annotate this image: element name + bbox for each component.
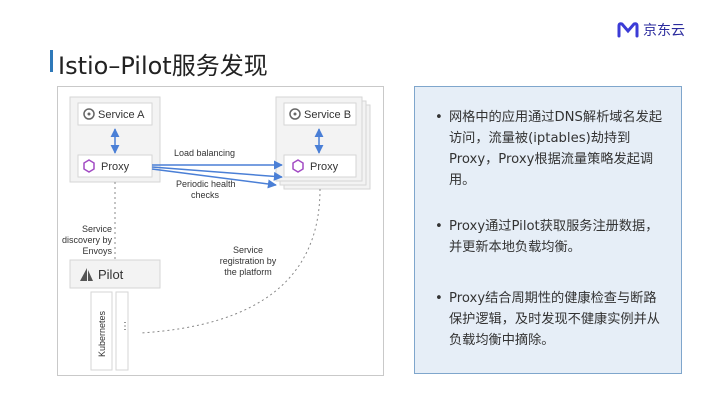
brand-name: 京东云 — [643, 23, 685, 39]
health-check-label-line2: checks — [191, 190, 220, 200]
discovery-label-line3: Envoys — [82, 246, 112, 256]
health-check-label-line1: Periodic health — [176, 179, 236, 189]
bullet-list: 网格中的应用通过DNS解析域名发起访问，流量被(iptables)劫持到Prox… — [415, 87, 681, 351]
title-accent-bar — [50, 50, 53, 72]
proxy-hexagon-icon — [292, 159, 304, 173]
health-check-arrow — [151, 168, 277, 189]
service-icon — [289, 108, 301, 120]
page-title: Istio–Pilot服务发现 — [58, 52, 268, 80]
pilot-architecture-diagram: Service A Proxy Service B Proxy Load bal… — [57, 86, 384, 376]
bullet-item: 网格中的应用通过DNS解析域名发起访问，流量被(iptables)劫持到Prox… — [435, 107, 663, 191]
pilot-sail-icon — [80, 268, 93, 281]
proxy-b-label: Proxy — [310, 161, 339, 173]
health-check-arrow — [151, 166, 283, 181]
discovery-label-line2: discovery by — [62, 235, 113, 245]
proxy-a-label: Proxy — [101, 161, 130, 173]
registration-label-line2: registration by — [220, 256, 277, 266]
bullet-item: Proxy通过Pilot获取服务注册数据，并更新本地负载均衡。 — [435, 216, 663, 258]
registration-label-line3: the platform — [224, 267, 272, 277]
service-a-label: Service A — [98, 109, 145, 121]
bullet-item: Proxy结合周期性的健康检查与断路保护逻辑，及时发现不健康实例并从负载均衡中摘… — [435, 288, 663, 351]
more-ellipsis: ⋮ — [120, 321, 130, 332]
pilot-label: Pilot — [98, 267, 124, 282]
kubernetes-label: Kubernetes — [97, 310, 107, 357]
registration-label-line1: Service — [233, 245, 263, 255]
discovery-label-line1: Service — [82, 224, 112, 234]
service-icon — [83, 108, 95, 120]
registration-dotted-curve — [139, 188, 321, 334]
platform-node — [115, 291, 129, 371]
load-balancing-label: Load balancing — [174, 148, 235, 158]
cloud-logo-icon — [617, 22, 639, 38]
proxy-hexagon-icon — [83, 159, 95, 173]
service-b-label: Service B — [304, 109, 351, 121]
kubernetes-node — [90, 291, 113, 371]
description-panel: 网格中的应用通过DNS解析域名发起访问，流量被(iptables)劫持到Prox… — [414, 86, 682, 374]
brand-logo: 京东云 — [617, 20, 685, 40]
